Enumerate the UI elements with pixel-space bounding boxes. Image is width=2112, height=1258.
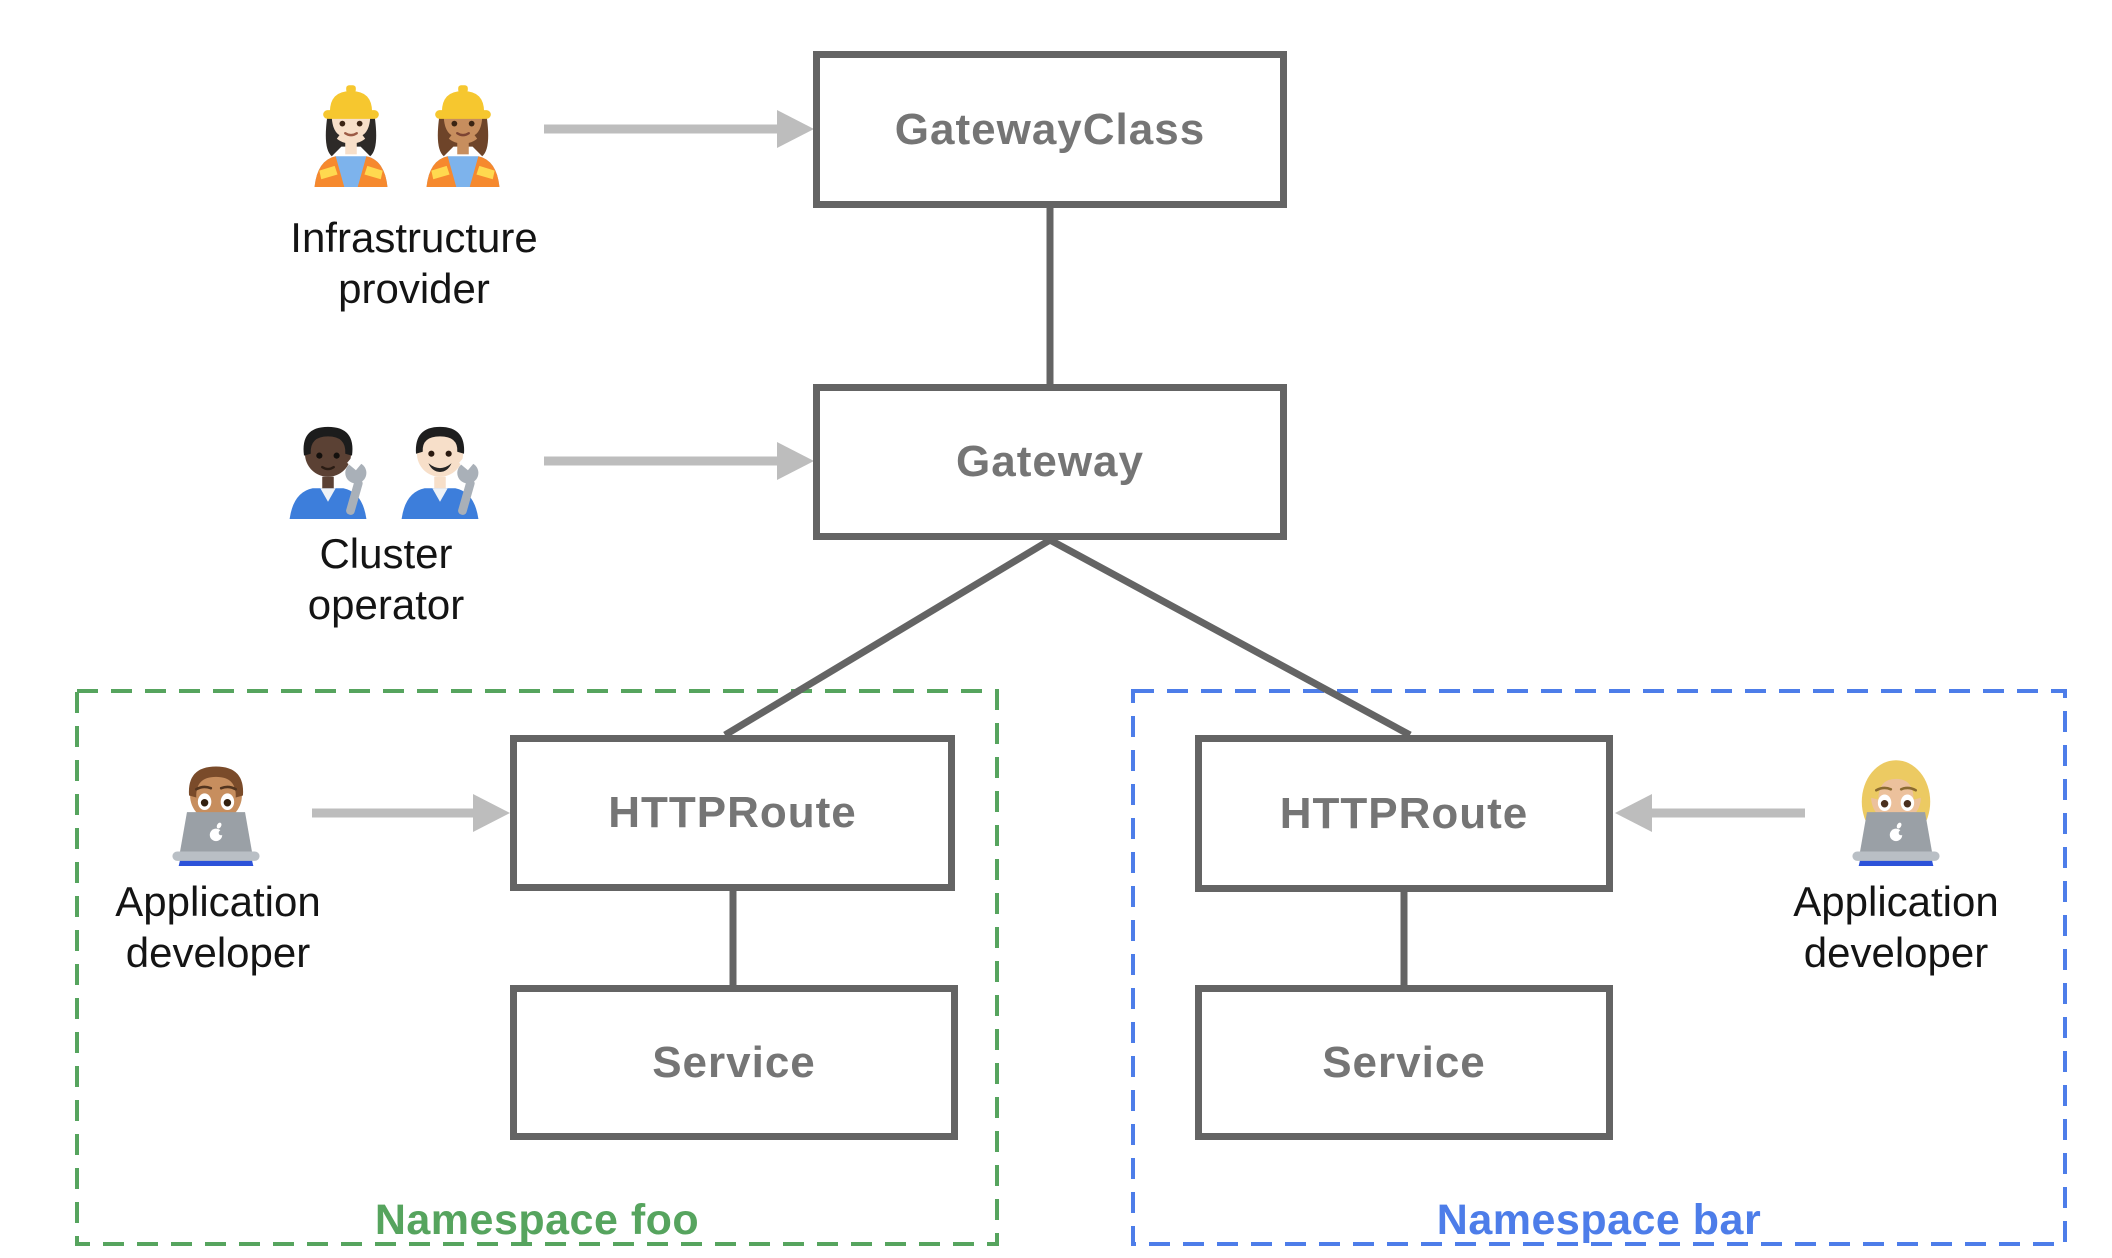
infrastructure-provider-label-line2: provider [338, 265, 490, 312]
cluster-operator-label: Cluster operator [186, 528, 586, 630]
cluster-operator-label-line2: operator [307, 581, 465, 628]
node-httproute-bar: HTTPRoute [1195, 735, 1613, 892]
arrow-cluster-operator [544, 442, 814, 480]
node-service-foo: Service [510, 985, 958, 1140]
woman-construction-worker-light-icon [314, 85, 388, 187]
edge-gateway-httproute-foo [723, 536, 1052, 739]
node-httproute-foo: HTTPRoute [510, 735, 955, 891]
man-mechanic-light-icon [401, 426, 479, 519]
arrow-app-developer-bar [1615, 794, 1805, 832]
node-httproute-foo-label: HTTPRoute [608, 788, 857, 837]
infrastructure-provider-icons [303, 66, 511, 187]
app-developer-foo-label: Application developer [18, 876, 418, 978]
app-developer-foo-label-line1: Application [115, 878, 321, 925]
node-service-bar: Service [1195, 985, 1613, 1140]
node-httproute-bar-label: HTTPRoute [1279, 788, 1529, 838]
node-service-foo-label: Service [652, 1037, 816, 1087]
cluster-operator-icons [280, 398, 488, 519]
edge-gateway-httproute-bar [1048, 536, 1412, 739]
app-developer-bar-icon [1844, 754, 1948, 866]
arrow-app-developer-foo [312, 794, 510, 832]
node-gatewayclass-label: GatewayClass [894, 104, 1206, 154]
namespace-foo-boundary [75, 689, 999, 1246]
wrench-icon [457, 453, 479, 515]
namespace-foo-label: Namespace foo [374, 1196, 700, 1244]
namespace-bar-boundary [1131, 689, 2067, 1246]
app-developer-foo-label-line2: developer [125, 929, 311, 976]
app-developer-bar-label-line2: developer [1803, 929, 1989, 976]
woman-technologist-icon [1852, 760, 1940, 866]
namespace-bar-label: Namespace bar [1436, 1196, 1762, 1244]
node-gateway: Gateway [813, 384, 1287, 540]
woman-construction-worker-medium-icon [426, 85, 500, 187]
cluster-operator-label-line1: Cluster [319, 530, 453, 577]
arrow-infrastructure-provider [544, 110, 814, 148]
wrench-icon [345, 453, 367, 515]
node-gatewayclass: GatewayClass [813, 51, 1287, 208]
infrastructure-provider-label: Infrastructure provider [214, 212, 614, 314]
node-gateway-label: Gateway [956, 437, 1144, 486]
infrastructure-provider-label-line1: Infrastructure [290, 214, 538, 261]
app-developer-foo-icon [164, 754, 268, 866]
app-developer-bar-label-line1: Application [1793, 878, 1999, 925]
app-developer-bar-label: Application developer [1696, 876, 2096, 978]
man-technologist-icon [172, 766, 260, 866]
mechanic-dark-icon [289, 426, 367, 519]
node-service-bar-label: Service [1322, 1037, 1486, 1087]
